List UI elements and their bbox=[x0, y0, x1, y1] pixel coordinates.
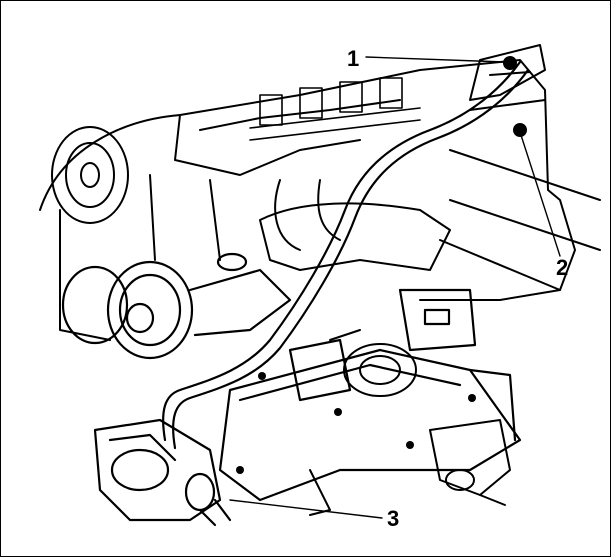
leader-lines bbox=[229, 56, 561, 519]
leader-line-2 bbox=[519, 131, 561, 257]
callout-1-label: 1 bbox=[347, 46, 360, 71]
crank-pulley bbox=[51, 126, 129, 224]
leader-line-1 bbox=[365, 56, 506, 63]
fuel-rail bbox=[249, 77, 421, 141]
engine-mount bbox=[329, 329, 417, 397]
power-steering-hose bbox=[162, 60, 530, 450]
callout-2-label: 2 bbox=[556, 255, 569, 280]
leader-line-3 bbox=[229, 499, 383, 519]
steering-gear bbox=[93, 418, 232, 527]
frame-rail bbox=[309, 419, 511, 516]
bolts bbox=[236, 372, 476, 474]
hose-fitting bbox=[469, 44, 546, 137]
callout-3-label: 3 bbox=[387, 506, 400, 531]
power-steering-pulley bbox=[61, 252, 292, 360]
engine-block bbox=[39, 59, 601, 341]
exhaust-manifold bbox=[259, 179, 451, 271]
